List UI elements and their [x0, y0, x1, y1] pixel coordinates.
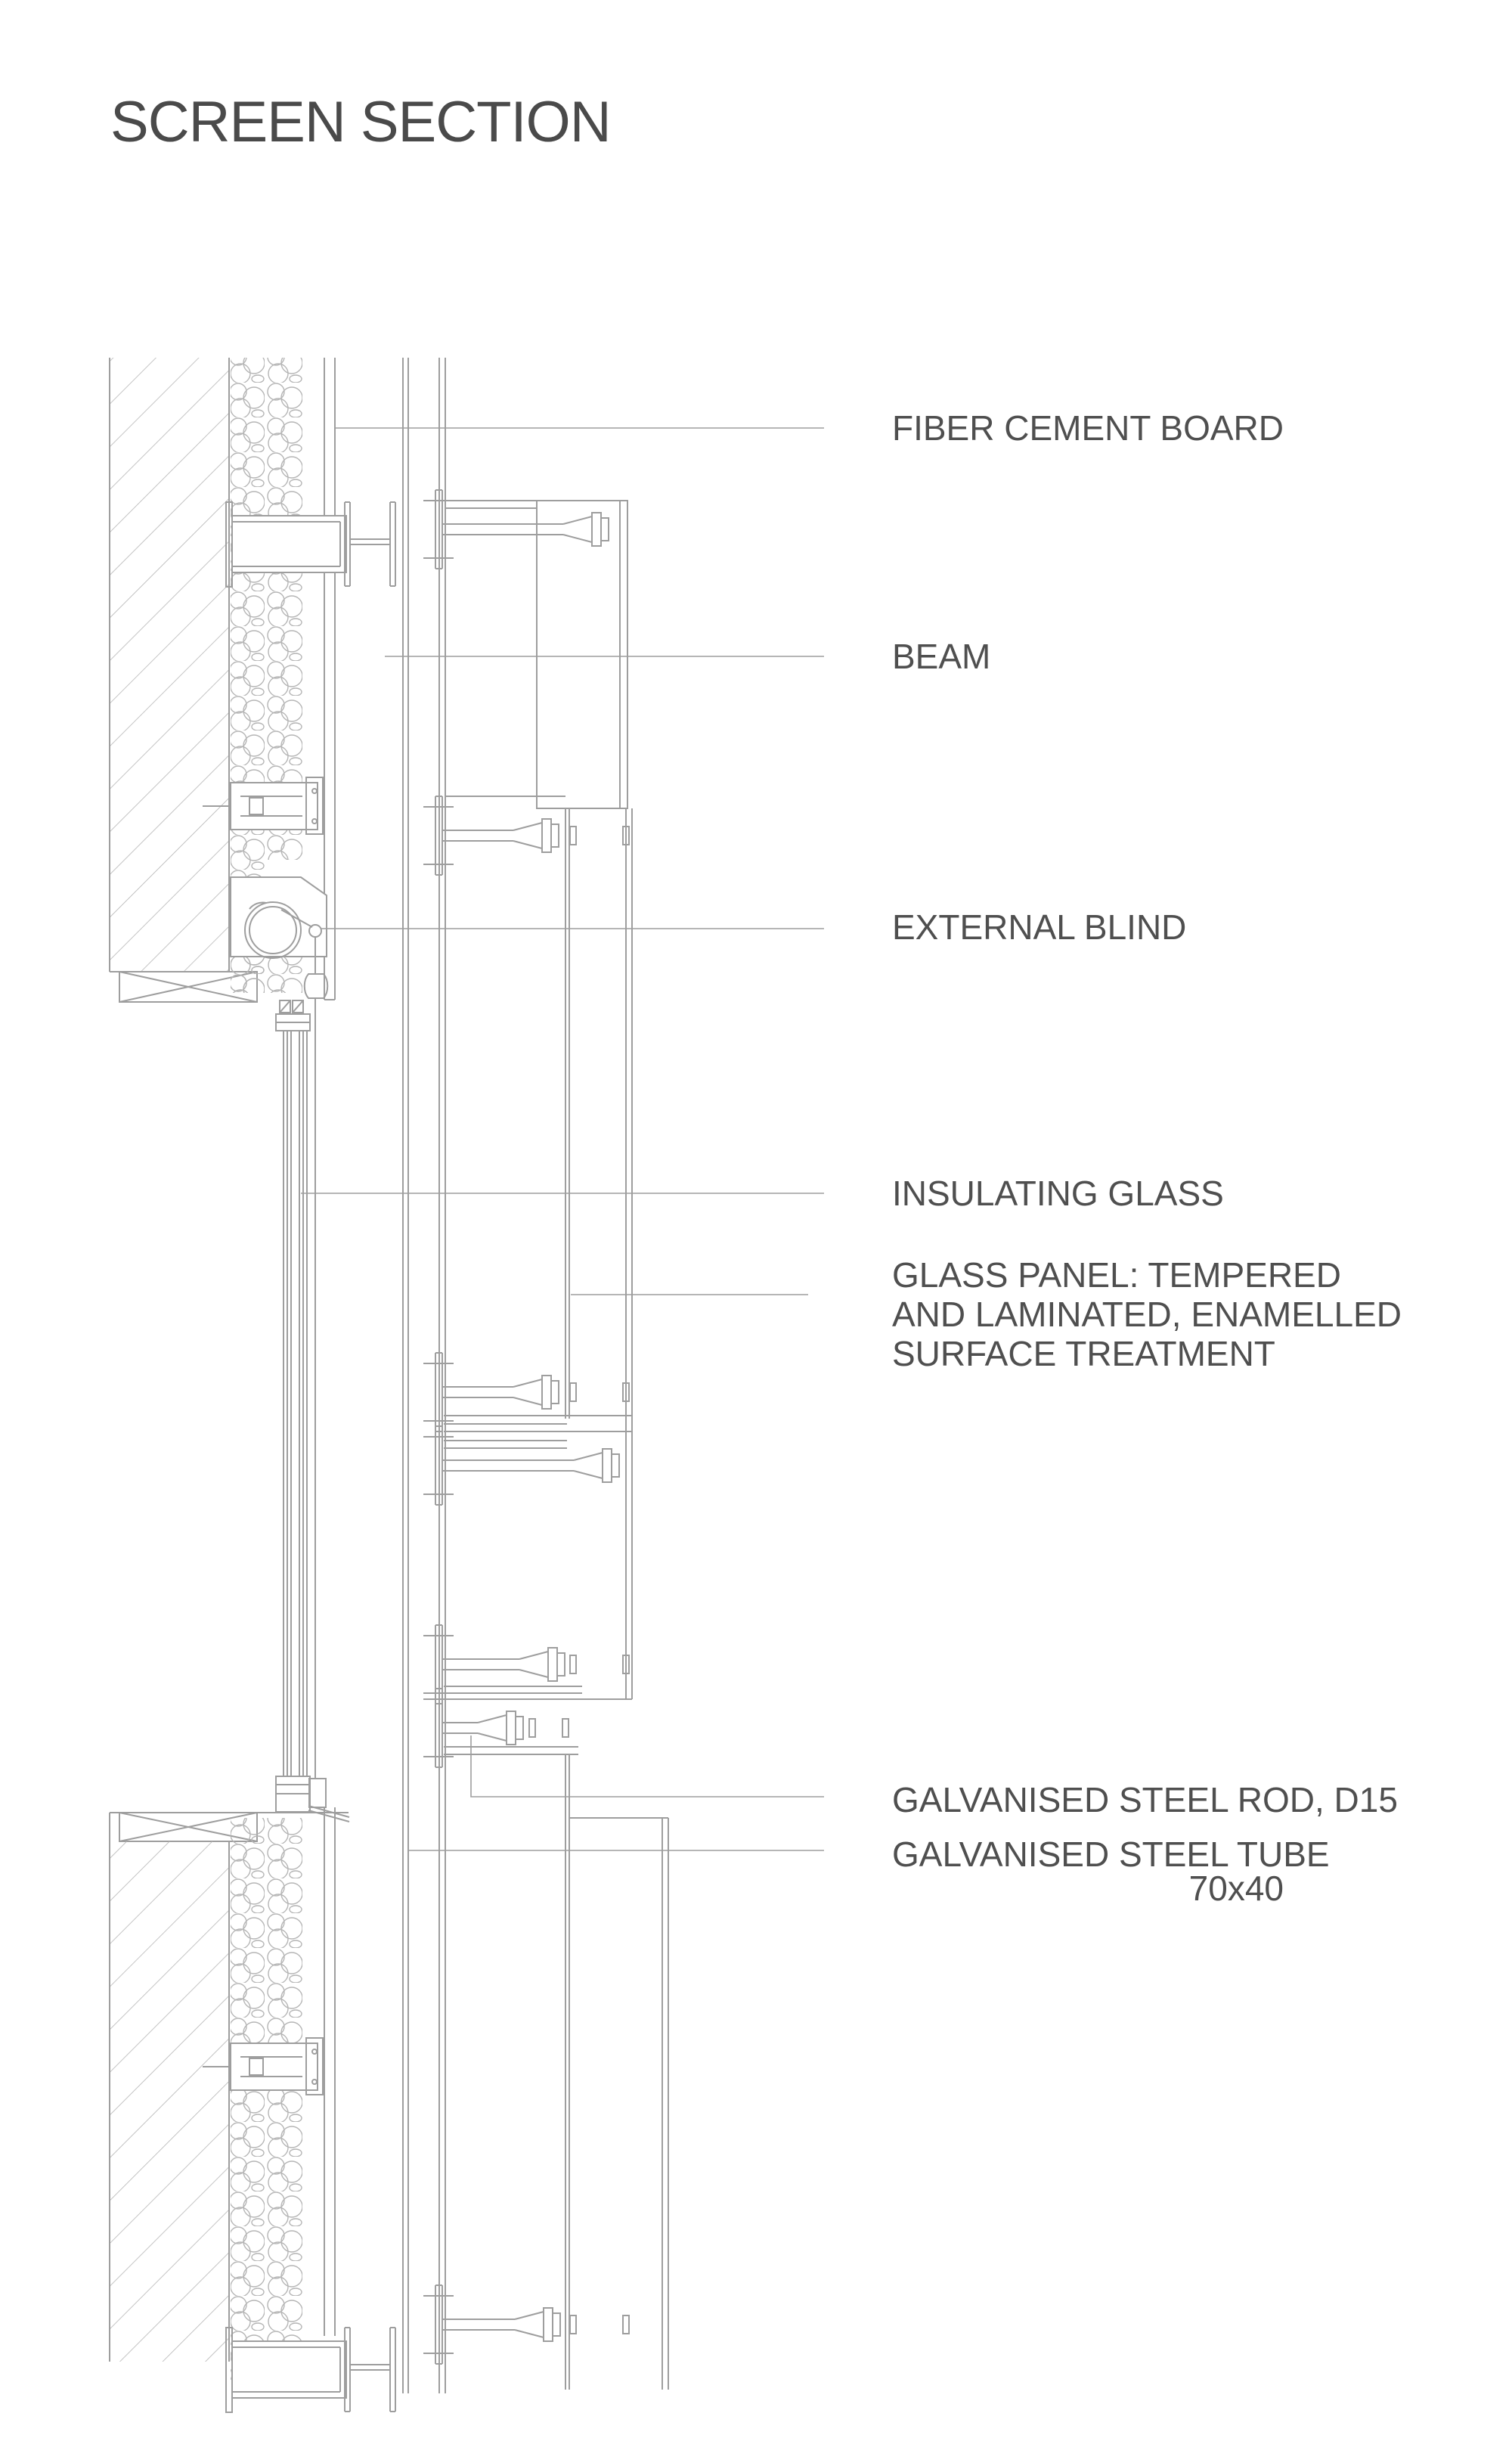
rod-bracket-1 — [423, 489, 609, 569]
glass-panel-3 — [444, 1440, 632, 1700]
leader-steel-rod — [470, 1735, 824, 1797]
insulating-glass-unit — [283, 1031, 308, 1776]
label-glass-panel-line3: SURFACE TREATMENT — [892, 1334, 1275, 1373]
beam-section — [445, 500, 628, 809]
window-head — [275, 1000, 311, 1031]
label-glass-panel-line2: AND LAMINATED, ENAMELLED — [892, 1295, 1402, 1334]
rod-bracket-3 — [423, 1352, 559, 1432]
leader-lines — [301, 427, 824, 1851]
glass-panel-2 — [444, 808, 633, 1699]
blind-slat-guide — [303, 973, 329, 999]
label-steel-tube-size: 70x40 — [1188, 1869, 1284, 1908]
wall-anchor-top — [203, 777, 324, 835]
rod-bracket-6 — [423, 1688, 524, 1768]
rod-bracket-4 — [423, 1425, 620, 1506]
blind-roller — [244, 901, 302, 959]
page-title: SCREEN SECTION — [110, 90, 612, 154]
blind-box — [230, 876, 329, 1779]
wall-anchor-bottom — [203, 2037, 324, 2095]
drip-flashing — [308, 1805, 350, 1818]
label-insulating-glass: INSULATING GLASS — [892, 1174, 1224, 1213]
window-sill — [275, 1776, 350, 1822]
mullion-channel-bottom — [225, 2327, 396, 2413]
label-external-blind: EXTERNAL BLIND — [892, 907, 1187, 947]
label-glass-panel-line1: GLASS PANEL: TEMPERED — [892, 1255, 1341, 1295]
mullion-channel-top — [225, 501, 396, 588]
steel-tube-lines — [402, 358, 446, 2393]
bottom-wall-hatch — [109, 1812, 349, 2362]
rod-bracket-7 — [423, 2284, 561, 2365]
label-steel-tube: GALVANISED STEEL TUBE — [892, 1835, 1330, 1874]
panel-fixing-slots — [528, 826, 630, 2334]
glass-panel-4 — [444, 1746, 669, 2390]
rod-bracket-2 — [423, 796, 565, 876]
label-fiber-cement-board: FIBER CEMENT BOARD — [892, 408, 1284, 448]
label-steel-rod: GALVANISED STEEL ROD, D15 — [892, 1780, 1398, 1819]
fiber-cement-board-lines — [324, 358, 336, 2336]
bottom-insulation — [231, 1818, 305, 2382]
label-beam: BEAM — [892, 637, 991, 676]
label-glass-panel: GLASS PANEL: TEMPERED AND LAMINATED, ENA… — [892, 1255, 1402, 1373]
